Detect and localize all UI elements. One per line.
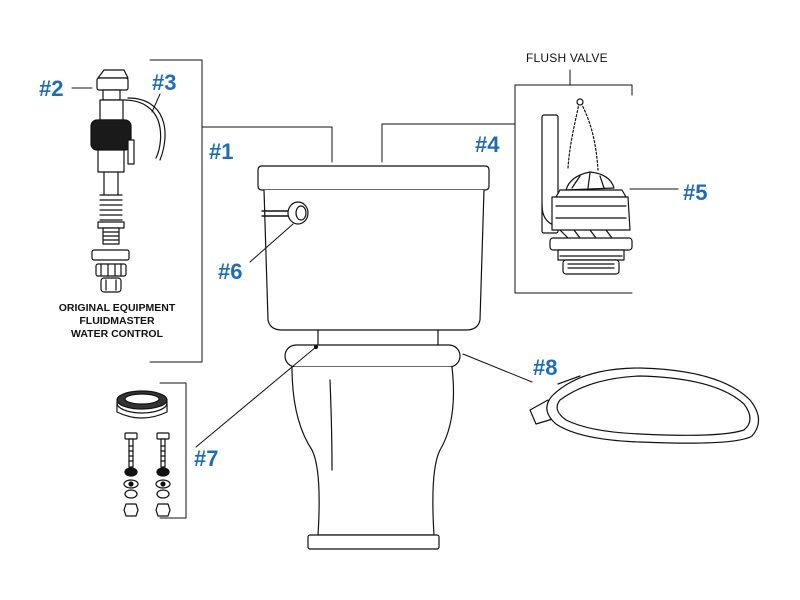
flush-valve-illustration (541, 98, 679, 275)
fill-valve-caption-line-1: ORIGINAL EQUIPMENT (58, 302, 176, 314)
toilet-seat-illustration (529, 367, 760, 444)
callout-part-1[interactable]: #1 (209, 139, 234, 164)
fill-valve-caption-line-2: FLUIDMASTER (79, 315, 155, 327)
callout-part-8[interactable]: #8 (533, 355, 558, 380)
flush-valve-bracket (381, 69, 633, 294)
callout-part-5[interactable]: #5 (683, 180, 708, 205)
bolt-kit-bracket (159, 382, 187, 519)
callout-part-4[interactable]: #4 (475, 132, 500, 157)
callout-part-2[interactable]: #2 (39, 76, 64, 101)
callout-part-6[interactable]: #6 (218, 259, 243, 284)
fill-valve-caption: ORIGINAL EQUIPMENT FLUIDMASTER WATER CON… (46, 302, 188, 341)
fill-valve-bracket (149, 59, 333, 363)
toilet-bowl-illustration (284, 329, 461, 550)
callout-part-3[interactable]: #3 (152, 70, 177, 95)
toilet-tank-illustration (257, 165, 490, 331)
flush-valve-caption: FLUSH VALVE (526, 51, 608, 65)
bolt-kit-illustration (116, 390, 171, 517)
callout-part-7[interactable]: #7 (194, 446, 219, 471)
fill-valve-illustration (90, 69, 166, 293)
fill-valve-caption-line-3: WATER CONTROL (71, 328, 163, 340)
leader-lines (195, 223, 533, 448)
